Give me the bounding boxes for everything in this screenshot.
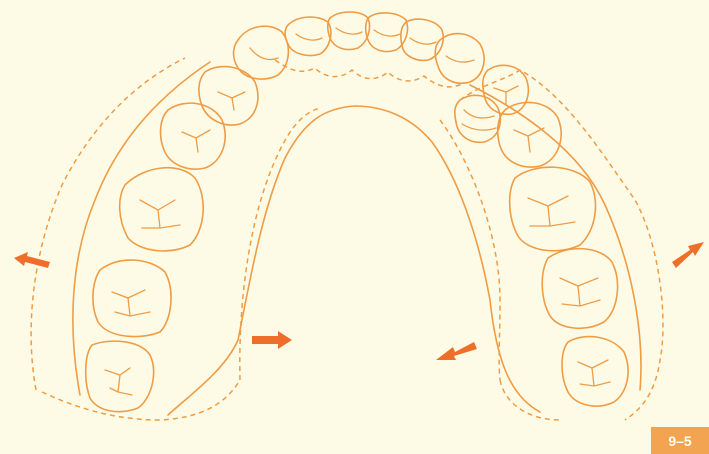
expanded-arch-inner-outline bbox=[42, 380, 560, 420]
figure-number-label: 9–5 bbox=[651, 427, 709, 454]
palate-outline bbox=[168, 106, 540, 415]
left-inward-arrow-icon bbox=[252, 331, 292, 349]
left-lateral-incisor bbox=[285, 17, 331, 55]
left-first-molar bbox=[120, 168, 204, 251]
right-first-molar bbox=[510, 167, 596, 251]
incisor-crowding-outline bbox=[275, 60, 462, 87]
incisors bbox=[285, 12, 443, 60]
expanded-arch-outline bbox=[31, 58, 663, 420]
left-teeth bbox=[86, 26, 289, 411]
left-second-molar bbox=[93, 260, 171, 337]
left-outward-arrow-icon bbox=[14, 252, 50, 268]
right-second-molar bbox=[542, 249, 617, 329]
right-displaced-premolar bbox=[455, 95, 501, 142]
left-central-incisor bbox=[328, 12, 370, 50]
right-outward-arrow-icon bbox=[672, 242, 704, 268]
right-third-molar bbox=[562, 337, 628, 407]
right-first-premolar bbox=[483, 65, 529, 114]
right-inward-arrow-icon bbox=[436, 342, 477, 360]
